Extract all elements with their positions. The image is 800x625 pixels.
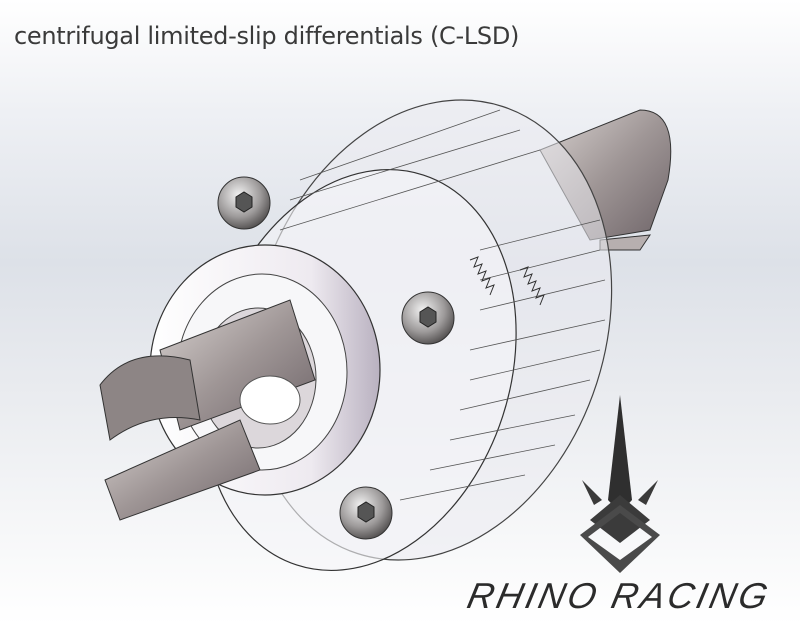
brand-name: RHINO RACING bbox=[463, 575, 775, 616]
cap-screws bbox=[217, 176, 455, 540]
output-cup-left bbox=[99, 299, 316, 521]
rhino-logo-icon bbox=[580, 395, 660, 573]
page-title: centrifugal limited-slip differentials (… bbox=[14, 22, 520, 50]
